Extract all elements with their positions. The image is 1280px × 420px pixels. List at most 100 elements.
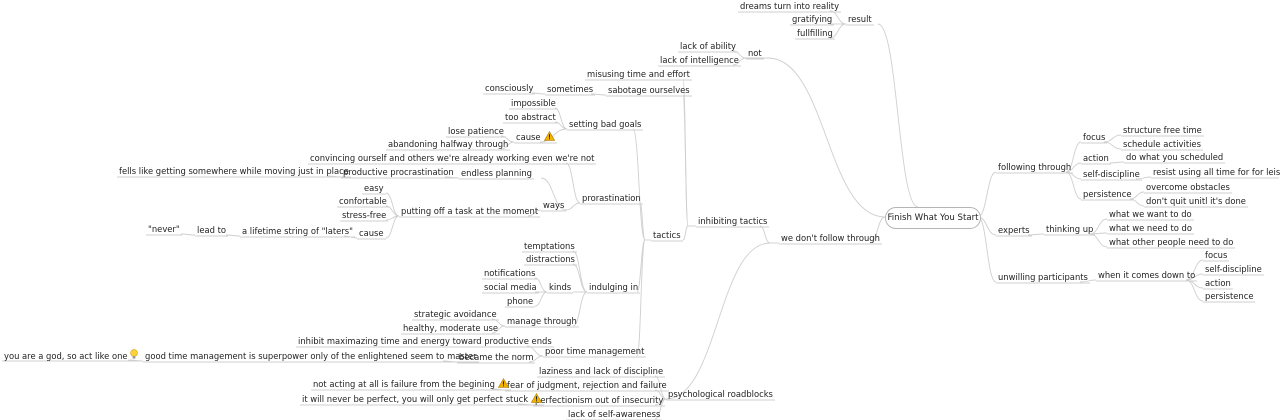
root-node[interactable]: Finish What You Start: [885, 207, 981, 229]
connector-line: [565, 202, 581, 211]
node-endless-planning[interactable]: endless planning: [461, 168, 532, 178]
node-self-discipline[interactable]: self-discipline: [1083, 169, 1140, 179]
connector-line: [1109, 161, 1125, 164]
node-resist-using-all-time[interactable]: resist using all time for for leisure: [1153, 167, 1280, 177]
node-gratifying[interactable]: gratifying: [792, 14, 833, 24]
connector-line: [665, 242, 771, 400]
node-what-we-need-to-do[interactable]: what we need to do: [1109, 223, 1193, 233]
node-abandoning-halfway[interactable]: abandoning halfway through: [388, 139, 509, 149]
node-putting-off-a-task[interactable]: putting off a task at the moment: [401, 206, 539, 216]
node-prorastination[interactable]: prorastination: [582, 193, 641, 203]
node-lifetime-string-of-laters[interactable]: a lifetime string of "laters": [242, 226, 353, 236]
connector-line: [526, 345, 544, 357]
node-cause-putting-off[interactable]: cause: [359, 228, 384, 238]
node-structure-free-time[interactable]: structure free time: [1123, 125, 1202, 135]
node-manage-through[interactable]: manage through: [507, 316, 577, 326]
node-you-are-a-god-label: you are a god, so act like one: [4, 351, 128, 361]
node-what-we-want-to-do[interactable]: what we want to do: [1109, 209, 1192, 219]
connector-line: [632, 128, 646, 241]
node-what-other-people-need[interactable]: what other people need to do: [1109, 237, 1234, 247]
node-poor-time-management[interactable]: poor time management: [545, 346, 645, 356]
node-social-media[interactable]: social media: [484, 282, 537, 292]
node-unwilling-self-discipline[interactable]: self-discipline: [1205, 264, 1262, 274]
node-distractions[interactable]: distractions: [526, 254, 575, 264]
node-result[interactable]: result: [848, 14, 872, 24]
node-never[interactable]: "never": [148, 224, 180, 234]
node-thinking-up[interactable]: thinking up: [1046, 224, 1094, 234]
node-easy[interactable]: easy: [364, 183, 384, 193]
connector-line: [732, 57, 747, 66]
node-do-what-you-scheduled[interactable]: do what you scheduled: [1126, 152, 1224, 162]
node-persistence[interactable]: persistence: [1083, 189, 1132, 199]
root-label: Finish What You Start: [887, 213, 979, 223]
node-misusing-time[interactable]: misusing time and effort: [587, 69, 690, 79]
connector-line: [565, 162, 581, 204]
connector-line: [127, 359, 144, 362]
node-we-dont-follow-through[interactable]: we don't follow through: [781, 233, 880, 243]
node-healthy-moderate-use[interactable]: healthy, moderate use: [403, 323, 499, 333]
node-confortable[interactable]: confortable: [339, 196, 387, 206]
node-perfectionism[interactable]: perfectionism out of insecurity: [535, 395, 664, 405]
node-tactics[interactable]: tactics: [653, 230, 681, 240]
node-experts[interactable]: experts: [998, 225, 1030, 235]
node-lose-patience[interactable]: lose patience: [448, 126, 504, 136]
node-unwilling-action[interactable]: action: [1205, 278, 1231, 288]
node-indulging-in[interactable]: indulging in: [589, 282, 639, 292]
node-when-it-comes-down-to[interactable]: when it comes down to: [1098, 270, 1196, 280]
connector-line: [225, 234, 241, 237]
connector-line: [540, 177, 567, 211]
node-impossible[interactable]: impossible: [511, 98, 556, 108]
node-overcome-obstacles[interactable]: overcome obstacles: [1146, 182, 1230, 192]
node-focus[interactable]: focus: [1083, 132, 1106, 142]
node-lead-to[interactable]: lead to: [197, 225, 226, 235]
node-unwilling-focus[interactable]: focus: [1205, 250, 1228, 260]
node-following-through[interactable]: following through: [998, 162, 1072, 172]
node-became-the-norm[interactable]: became the norm: [459, 352, 534, 362]
connector-line: [1065, 141, 1082, 173]
node-psychological-roadblocks[interactable]: psychological roadblocks: [668, 389, 773, 399]
node-notifications[interactable]: notifications: [484, 268, 536, 278]
node-laziness[interactable]: laziness and lack of discipline: [539, 366, 664, 376]
node-you-are-a-god[interactable]: you are a god, so act like one: [2, 349, 140, 362]
node-fullfilling[interactable]: fullfilling: [797, 28, 833, 38]
node-lack-of-self-awareness[interactable]: lack of self-awareness: [568, 409, 661, 419]
node-inhibiting-tactics[interactable]: inhibiting tactics: [698, 216, 768, 226]
node-ways[interactable]: ways: [543, 200, 565, 210]
node-never-perfect[interactable]: it will never be perfect, you will only …: [300, 393, 544, 405]
node-not[interactable]: not: [748, 48, 762, 58]
connector-line: [829, 23, 847, 39]
node-dreams-turn-into-reality[interactable]: dreams turn into reality: [740, 1, 840, 11]
node-dont-quit[interactable]: don't quit unitl it's done: [1146, 196, 1246, 206]
node-phone[interactable]: phone: [507, 296, 534, 306]
node-kinds[interactable]: kinds: [549, 282, 572, 292]
node-stress-free[interactable]: stress-free: [342, 210, 387, 220]
node-convincing-ourself[interactable]: convincing ourself and others we're alre…: [310, 153, 595, 163]
node-fear-of-judgment[interactable]: fear of judgment, rejection and failure: [507, 380, 667, 390]
node-lack-of-intelligence[interactable]: lack of intelligence: [660, 55, 739, 65]
node-action[interactable]: action: [1083, 153, 1109, 163]
connector-line: [682, 225, 689, 241]
node-strategic-avoidance[interactable]: strategic avoidance: [414, 309, 497, 319]
connector-line: [977, 171, 997, 218]
node-consciously[interactable]: consciously: [485, 83, 534, 93]
lightbulb-icon: [129, 349, 138, 359]
node-setting-bad-goals[interactable]: setting bad goals: [569, 119, 642, 129]
node-cause-bad-goals[interactable]: cause: [514, 131, 557, 143]
node-sometimes[interactable]: sometimes: [547, 84, 594, 94]
node-sabotage-ourselves[interactable]: sabotage ourselves: [608, 85, 690, 95]
node-not-acting-at-all[interactable]: not acting at all is failure from the be…: [311, 378, 511, 390]
node-good-time-management[interactable]: good time management is superpower only …: [145, 351, 477, 361]
node-too-abstract[interactable]: too abstract: [505, 112, 556, 122]
connector-line: [1027, 233, 1045, 236]
node-schedule-activities[interactable]: schedule activities: [1123, 139, 1201, 149]
node-lack-of-ability[interactable]: lack of ability: [680, 41, 736, 51]
node-temptations[interactable]: temptations: [524, 241, 575, 251]
node-unwilling-participants[interactable]: unwilling participants: [998, 272, 1088, 282]
connector-line: [636, 239, 646, 293]
node-productive-procrastination[interactable]: productive procrastination: [343, 167, 454, 177]
node-inhibit-maximazing[interactable]: inhibit maximazing time and energy towar…: [298, 336, 552, 346]
node-fells-like-getting-somewhere[interactable]: fells like getting somewhere while movin…: [119, 166, 349, 176]
warning-icon: [497, 378, 509, 388]
node-unwilling-persistence[interactable]: persistence: [1205, 291, 1254, 301]
